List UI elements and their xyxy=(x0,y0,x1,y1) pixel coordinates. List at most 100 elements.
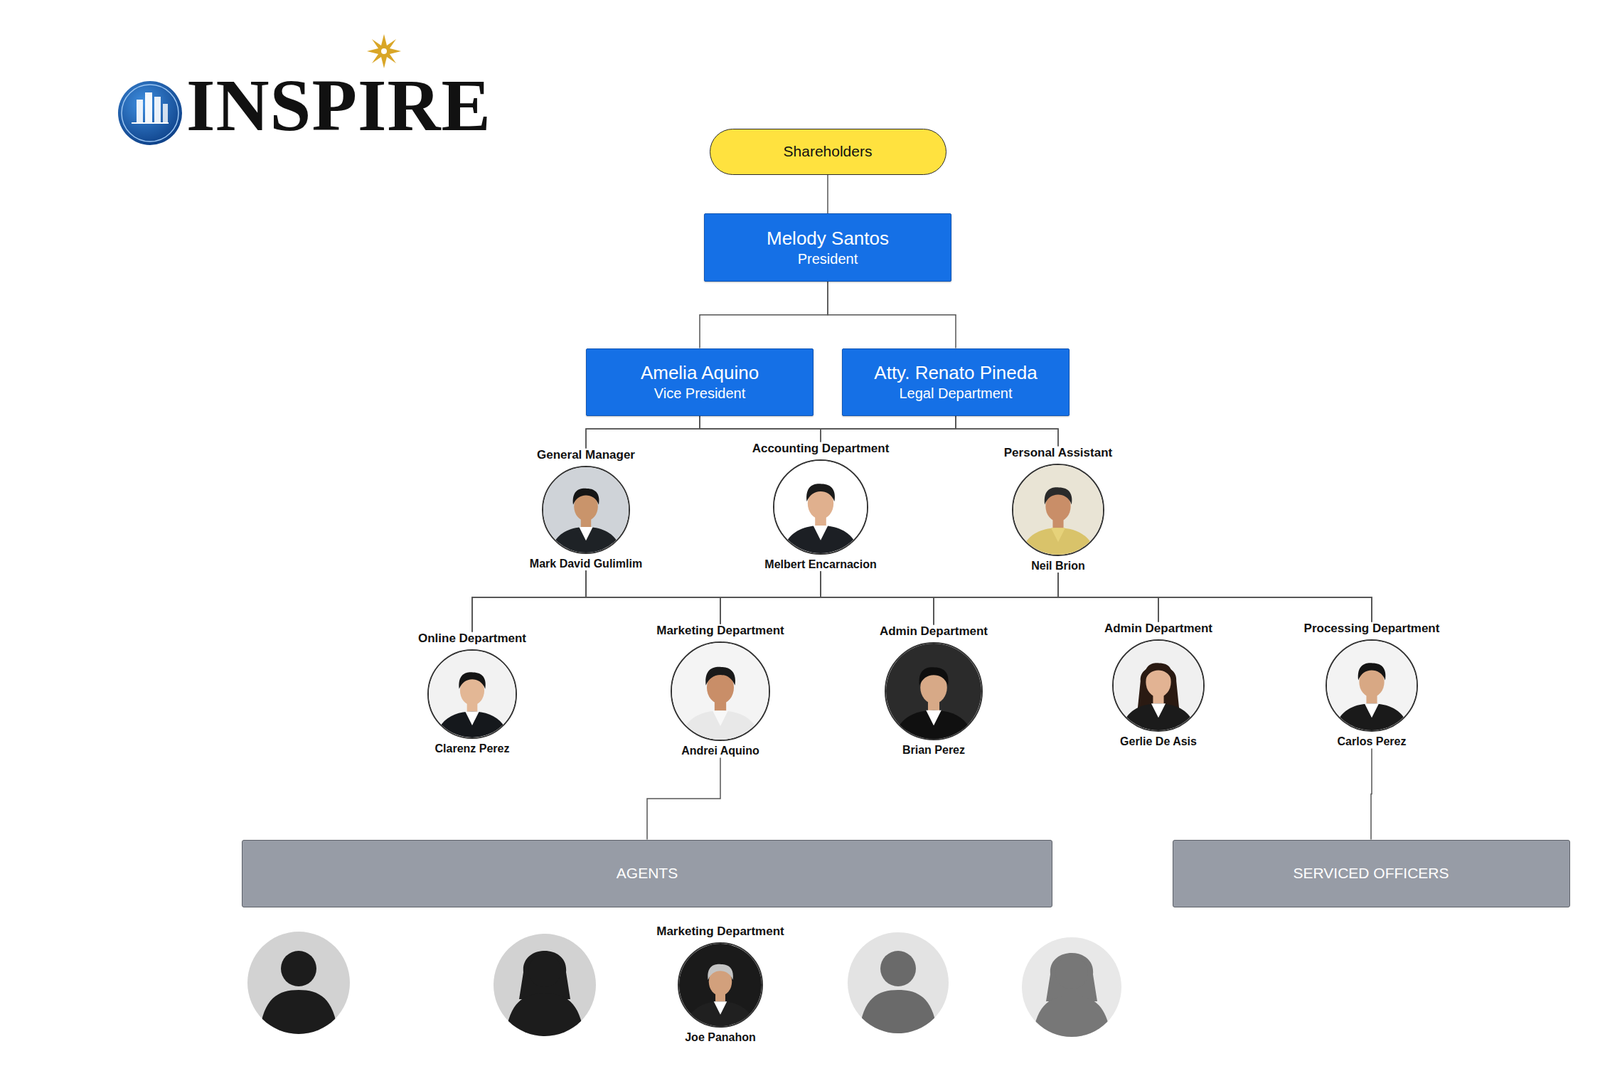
portrait-part xyxy=(925,710,941,726)
org-connector xyxy=(585,416,700,449)
star-center xyxy=(380,47,388,55)
staff-title: Marketing Department xyxy=(656,924,784,939)
staff-title: General Manager xyxy=(536,448,636,463)
portrait-part xyxy=(679,710,761,740)
portrait-part xyxy=(707,964,734,980)
silhouette-head xyxy=(280,950,317,987)
silhouette-body xyxy=(1031,995,1112,1044)
agent-silhouette xyxy=(247,931,350,1040)
staff-name: Joe Panahon xyxy=(684,1031,756,1044)
staff-card: Admin DepartmentBrian Perez xyxy=(879,624,988,757)
org-connector xyxy=(585,570,1159,622)
portrait-disc xyxy=(541,465,631,554)
org-connector xyxy=(820,571,934,625)
org-connector xyxy=(820,416,956,443)
portrait-part xyxy=(919,667,949,686)
star-shape xyxy=(366,34,402,69)
logo-emblem xyxy=(118,81,183,146)
portrait-part xyxy=(435,711,509,738)
org-connector xyxy=(1371,748,1372,840)
staff-title: Personal Assistant xyxy=(1004,445,1113,461)
band-label: AGENTS xyxy=(616,864,678,882)
portrait-part xyxy=(1364,703,1379,718)
portrait-part xyxy=(806,483,835,502)
staff-card: Admin DepartmentGerlie De Asis xyxy=(1104,621,1213,749)
staff-card: Accounting DepartmentMelbert Encarnacion xyxy=(752,441,890,572)
role-label: Legal Department xyxy=(899,384,1013,402)
staff-card: Online DepartmentClarenz Perez xyxy=(418,631,527,756)
org-connector xyxy=(827,281,956,349)
org-connector xyxy=(585,570,1372,622)
staff-title: Online Department xyxy=(418,631,527,646)
portrait-part xyxy=(712,710,729,727)
staff-title: Admin Department xyxy=(1104,621,1213,636)
silhouette-hair xyxy=(1046,952,1098,1002)
portrait-part xyxy=(573,488,600,505)
portrait-part xyxy=(458,672,485,689)
org-connector xyxy=(955,416,1059,447)
portrait-figure xyxy=(1326,640,1417,731)
org-connector xyxy=(472,570,586,632)
portrait-figure xyxy=(543,467,629,553)
staff-name: Brian Perez xyxy=(902,743,965,757)
portrait-figure xyxy=(679,943,762,1027)
stakeholder-pill: Shareholders xyxy=(709,128,947,175)
org-connector xyxy=(472,571,821,632)
portrait-figure xyxy=(1113,640,1204,731)
staff-name: Neil Brion xyxy=(1031,559,1086,573)
portrait-part xyxy=(1044,487,1073,505)
portrait-figure xyxy=(428,650,516,738)
node-title: Amelia Aquino xyxy=(640,361,759,384)
org-connector xyxy=(820,571,1372,622)
logo-building xyxy=(162,103,168,123)
node-title: Melody Santos xyxy=(766,227,889,250)
portrait-part xyxy=(705,667,736,686)
portrait-disc xyxy=(772,459,869,555)
portrait-disc xyxy=(670,641,771,741)
portrait-figure xyxy=(886,643,982,739)
portrait-part xyxy=(1144,662,1173,680)
org-connector xyxy=(699,416,1059,447)
portrait-part xyxy=(1334,703,1410,731)
logo-base xyxy=(131,122,169,124)
silhouette-head xyxy=(880,950,916,987)
portrait-part xyxy=(1151,703,1166,718)
band-label: SERVICED OFFICERS xyxy=(1293,864,1450,882)
executive-box: Melody SantosPresident xyxy=(704,213,952,282)
portrait-disc xyxy=(1112,639,1205,732)
logo-star xyxy=(366,34,402,69)
org-connector xyxy=(472,572,1059,632)
staff-name: Gerlie De Asis xyxy=(1120,735,1197,749)
agent-silhouette xyxy=(1021,937,1122,1044)
org-connector xyxy=(1058,572,1372,622)
org-connector xyxy=(720,572,1059,624)
staff-card: Personal AssistantNeil Brion xyxy=(1004,445,1113,573)
logo-building xyxy=(136,99,143,123)
portrait-part xyxy=(781,525,860,554)
org-connector xyxy=(820,571,1159,622)
executive-box: Amelia AquinoVice President xyxy=(585,348,814,416)
org-connector xyxy=(699,281,828,349)
portrait-figure xyxy=(672,642,769,740)
portrait-part xyxy=(1120,703,1197,731)
role-label: Vice President xyxy=(654,384,746,402)
portrait-part xyxy=(578,526,593,541)
portrait-disc xyxy=(1011,463,1105,557)
agent-silhouette xyxy=(493,933,596,1042)
role-label: President xyxy=(797,250,859,268)
staff-name: Andrei Aquino xyxy=(681,744,760,758)
staff-name: Mark David Gulimlim xyxy=(529,557,643,571)
portrait-part xyxy=(1020,527,1096,555)
portrait-disc xyxy=(1325,639,1418,732)
portrait-figure xyxy=(774,460,867,554)
portrait-part xyxy=(465,711,480,726)
portrait-part xyxy=(1358,662,1386,680)
staff-title: Processing Department xyxy=(1304,621,1440,636)
logo-building xyxy=(154,96,161,123)
node-title: Atty. Renato Pineda xyxy=(873,361,1037,384)
silhouette-hair xyxy=(519,950,571,1000)
group-band: SERVICED OFFICERS xyxy=(1172,839,1571,908)
staff-card: General ManagerMark David Gulimlim xyxy=(529,448,643,571)
org-connector xyxy=(827,174,829,215)
